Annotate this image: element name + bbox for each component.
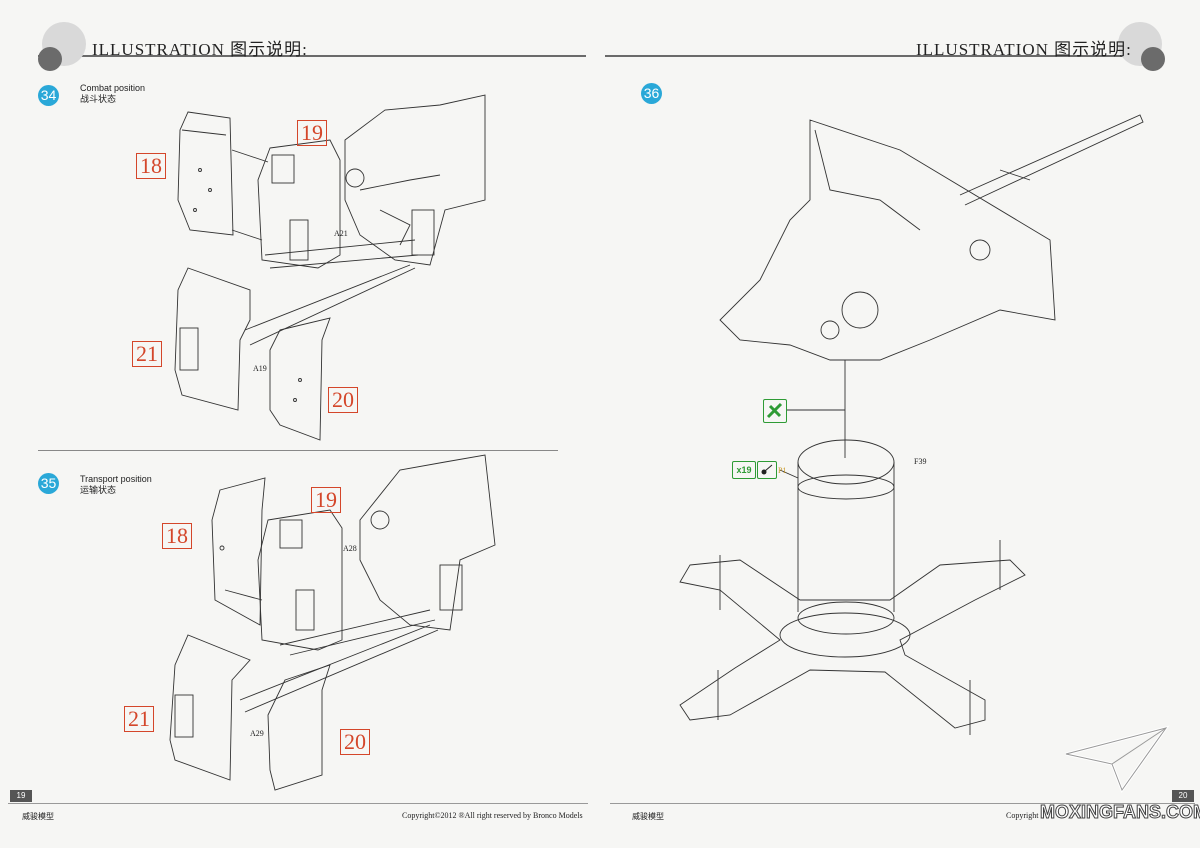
no-glue-icon xyxy=(763,399,787,423)
footer-rule-left xyxy=(8,803,588,804)
cruciform-base-drawing xyxy=(679,540,1026,735)
footer-rule-right xyxy=(610,803,1195,804)
part-callout: A28 xyxy=(343,544,357,553)
header-ornament-right-dot xyxy=(1141,47,1165,71)
part-number-label: 20 xyxy=(328,387,358,413)
header-ornament-left-dot xyxy=(38,47,62,71)
footer-brand: 威骏模型 xyxy=(22,812,54,821)
watermark-logo-icon xyxy=(1065,725,1170,794)
shield-panel-drawing xyxy=(174,267,251,411)
quantity-label: x19 xyxy=(736,465,752,475)
part-number-label: 18 xyxy=(162,523,192,549)
footer-copyright: Copyright©2012 ®All right reserved by Br… xyxy=(402,811,583,820)
watermark-text: MOXINGFANS.COM xyxy=(1039,802,1200,823)
step-number-badge: 35 xyxy=(38,473,59,494)
page-number: 19 xyxy=(10,790,32,802)
page-number: 20 xyxy=(1172,790,1194,802)
gun-upper-assembly-drawing xyxy=(719,114,1144,361)
step-title: Combat position 战斗状态 xyxy=(80,83,145,105)
shield-panel-drawing xyxy=(169,634,251,781)
part-number-label: 21 xyxy=(124,706,154,732)
shield-panel-drawing xyxy=(257,509,343,651)
shield-panel-drawing xyxy=(177,111,234,236)
step-number-badge: 34 xyxy=(38,85,59,106)
header-rule-left xyxy=(38,55,586,57)
gun-carriage-drawing xyxy=(359,454,496,631)
page-title-right: ILLUSTRATION 图示说明: xyxy=(916,40,1132,59)
photo-etch-label: P1 xyxy=(778,466,787,475)
header-rule-right xyxy=(605,55,1161,57)
gun-carriage-drawing xyxy=(344,94,486,266)
shield-panel-drawing xyxy=(257,139,341,269)
shield-panel-drawing xyxy=(211,477,266,626)
step-title: Transport position 运输状态 xyxy=(80,474,152,496)
part-number-label: 19 xyxy=(297,120,327,146)
step-title-cn: 战斗状态 xyxy=(80,94,117,104)
part-number-label: 20 xyxy=(340,729,370,755)
page-title-left: ILLUSTRATION 图示说明: xyxy=(92,40,308,59)
quantity-icon: x19 xyxy=(732,461,756,479)
step-title-cn: 运输状态 xyxy=(80,485,117,495)
step-title-en: Combat position xyxy=(80,83,146,93)
footer-copyright: Copyright xyxy=(1006,811,1039,820)
shield-panel-drawing xyxy=(269,317,331,441)
part-number-label: 18 xyxy=(136,153,166,179)
step-title-en: Transport position xyxy=(80,474,152,484)
part-callout: A21 xyxy=(334,229,348,238)
pedestal-drawing xyxy=(779,439,895,635)
part-callout: A19 xyxy=(253,364,267,373)
part-callout: F39 xyxy=(914,457,927,466)
part-number-label: 19 xyxy=(311,487,341,513)
part-callout: A29 xyxy=(250,729,264,738)
photo-etch-icon xyxy=(757,461,777,479)
footer-brand: 威骏模型 xyxy=(632,812,664,821)
shield-panel-drawing xyxy=(267,664,331,791)
part-number-label: 21 xyxy=(132,341,162,367)
step-separator xyxy=(38,450,558,451)
step-number-badge: 36 xyxy=(641,83,662,104)
